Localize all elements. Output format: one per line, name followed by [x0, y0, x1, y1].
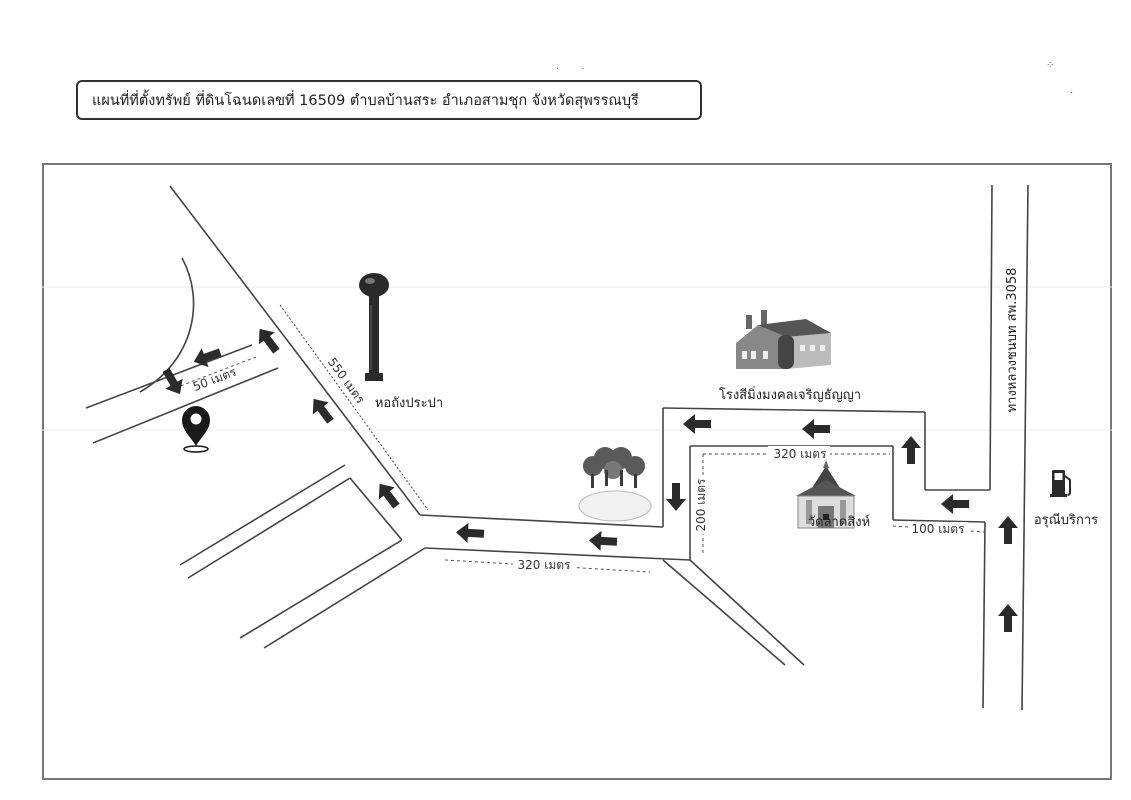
distance-label-50m: 50 เมตร — [191, 364, 239, 394]
factory-label: โรงสีมิ่งมงคลเจริญธัญญา — [719, 386, 861, 403]
map-title: แผนที่ที่ตั้งทรัพย์ ที่ดินโฉนดเลขที่ 165… — [76, 80, 702, 120]
label-bg — [513, 558, 575, 573]
arrow-icon — [998, 516, 1018, 544]
highway-label: ทางหลวงชนบท สพ.3058 — [1005, 268, 1020, 413]
fuel-pump-icon — [1050, 470, 1071, 497]
distance-label-320m-top: 320 เมตร — [774, 447, 828, 461]
label-bg — [768, 446, 830, 461]
temple-icon — [796, 460, 856, 529]
scan-speck: ⁘ — [1046, 60, 1055, 71]
distance-label-100m: 100 เมตร — [912, 522, 966, 536]
gas-station-label: อรุณีบริการ — [1034, 512, 1098, 528]
arrow-icon — [588, 530, 618, 552]
trees-icon — [578, 447, 652, 522]
route-arrows — [157, 322, 1018, 632]
arrow-icon — [901, 436, 921, 464]
map-pin-icon — [182, 406, 210, 453]
scan-speck: · — [1070, 88, 1074, 99]
water-tower-label: หอถังประปา — [375, 396, 443, 411]
distance-label-200m: 200 เมตร — [694, 478, 708, 532]
roads — [85, 184, 1029, 711]
arrow-icon — [666, 483, 686, 511]
arrow-icon — [802, 419, 830, 439]
factory-icon — [736, 310, 831, 369]
label-bg — [908, 522, 968, 537]
water-tower-icon — [359, 273, 389, 381]
arrow-icon — [998, 604, 1018, 632]
label-bg — [697, 478, 712, 534]
temple-label: วัดลาดสิงห์ — [808, 514, 870, 530]
arrow-icon — [371, 477, 405, 513]
arrow-icon — [251, 322, 285, 358]
arrow-icon — [683, 414, 711, 434]
arrow-icon — [455, 522, 485, 544]
map-frame — [42, 163, 1112, 780]
arrow-icon — [305, 392, 339, 428]
distance-markers — [174, 356, 986, 573]
scan-speck: · · — [556, 64, 585, 75]
distance-label-320m-bottom: 320 เมตร — [518, 558, 572, 572]
arrow-icon — [941, 494, 969, 514]
